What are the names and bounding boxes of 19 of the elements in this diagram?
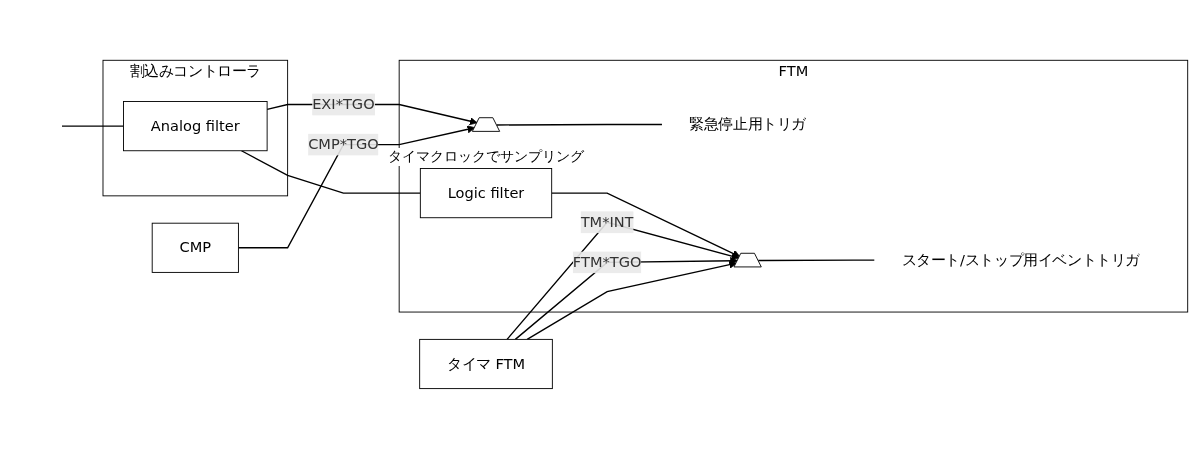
connector: [757, 259, 875, 262]
connector: [240, 150, 422, 194]
node-note: タイマクロックでサンプリング: [386, 147, 586, 166]
edge-label: FTM*TGO: [572, 253, 642, 271]
arrow: [237, 125, 476, 249]
arrow: [551, 192, 741, 258]
node-box: CMP: [151, 222, 239, 273]
node-box: タイマ FTM: [419, 338, 553, 390]
edge-label: EXI*TGO: [312, 95, 375, 113]
node-trapezoid: [471, 117, 501, 132]
node-box: Logic filter: [419, 168, 553, 219]
edge-label: TM*INT: [580, 213, 634, 231]
connector: [496, 123, 663, 126]
node-text: 緊急停止用トリガ: [689, 115, 806, 133]
node-text: スタート/ストップ用イベントトリガ: [901, 251, 1140, 269]
node-box: Analog filter: [123, 101, 268, 152]
connector: [61, 125, 125, 127]
node-trapezoid: [733, 252, 762, 268]
edge-label: CMP*TGO: [308, 135, 379, 153]
